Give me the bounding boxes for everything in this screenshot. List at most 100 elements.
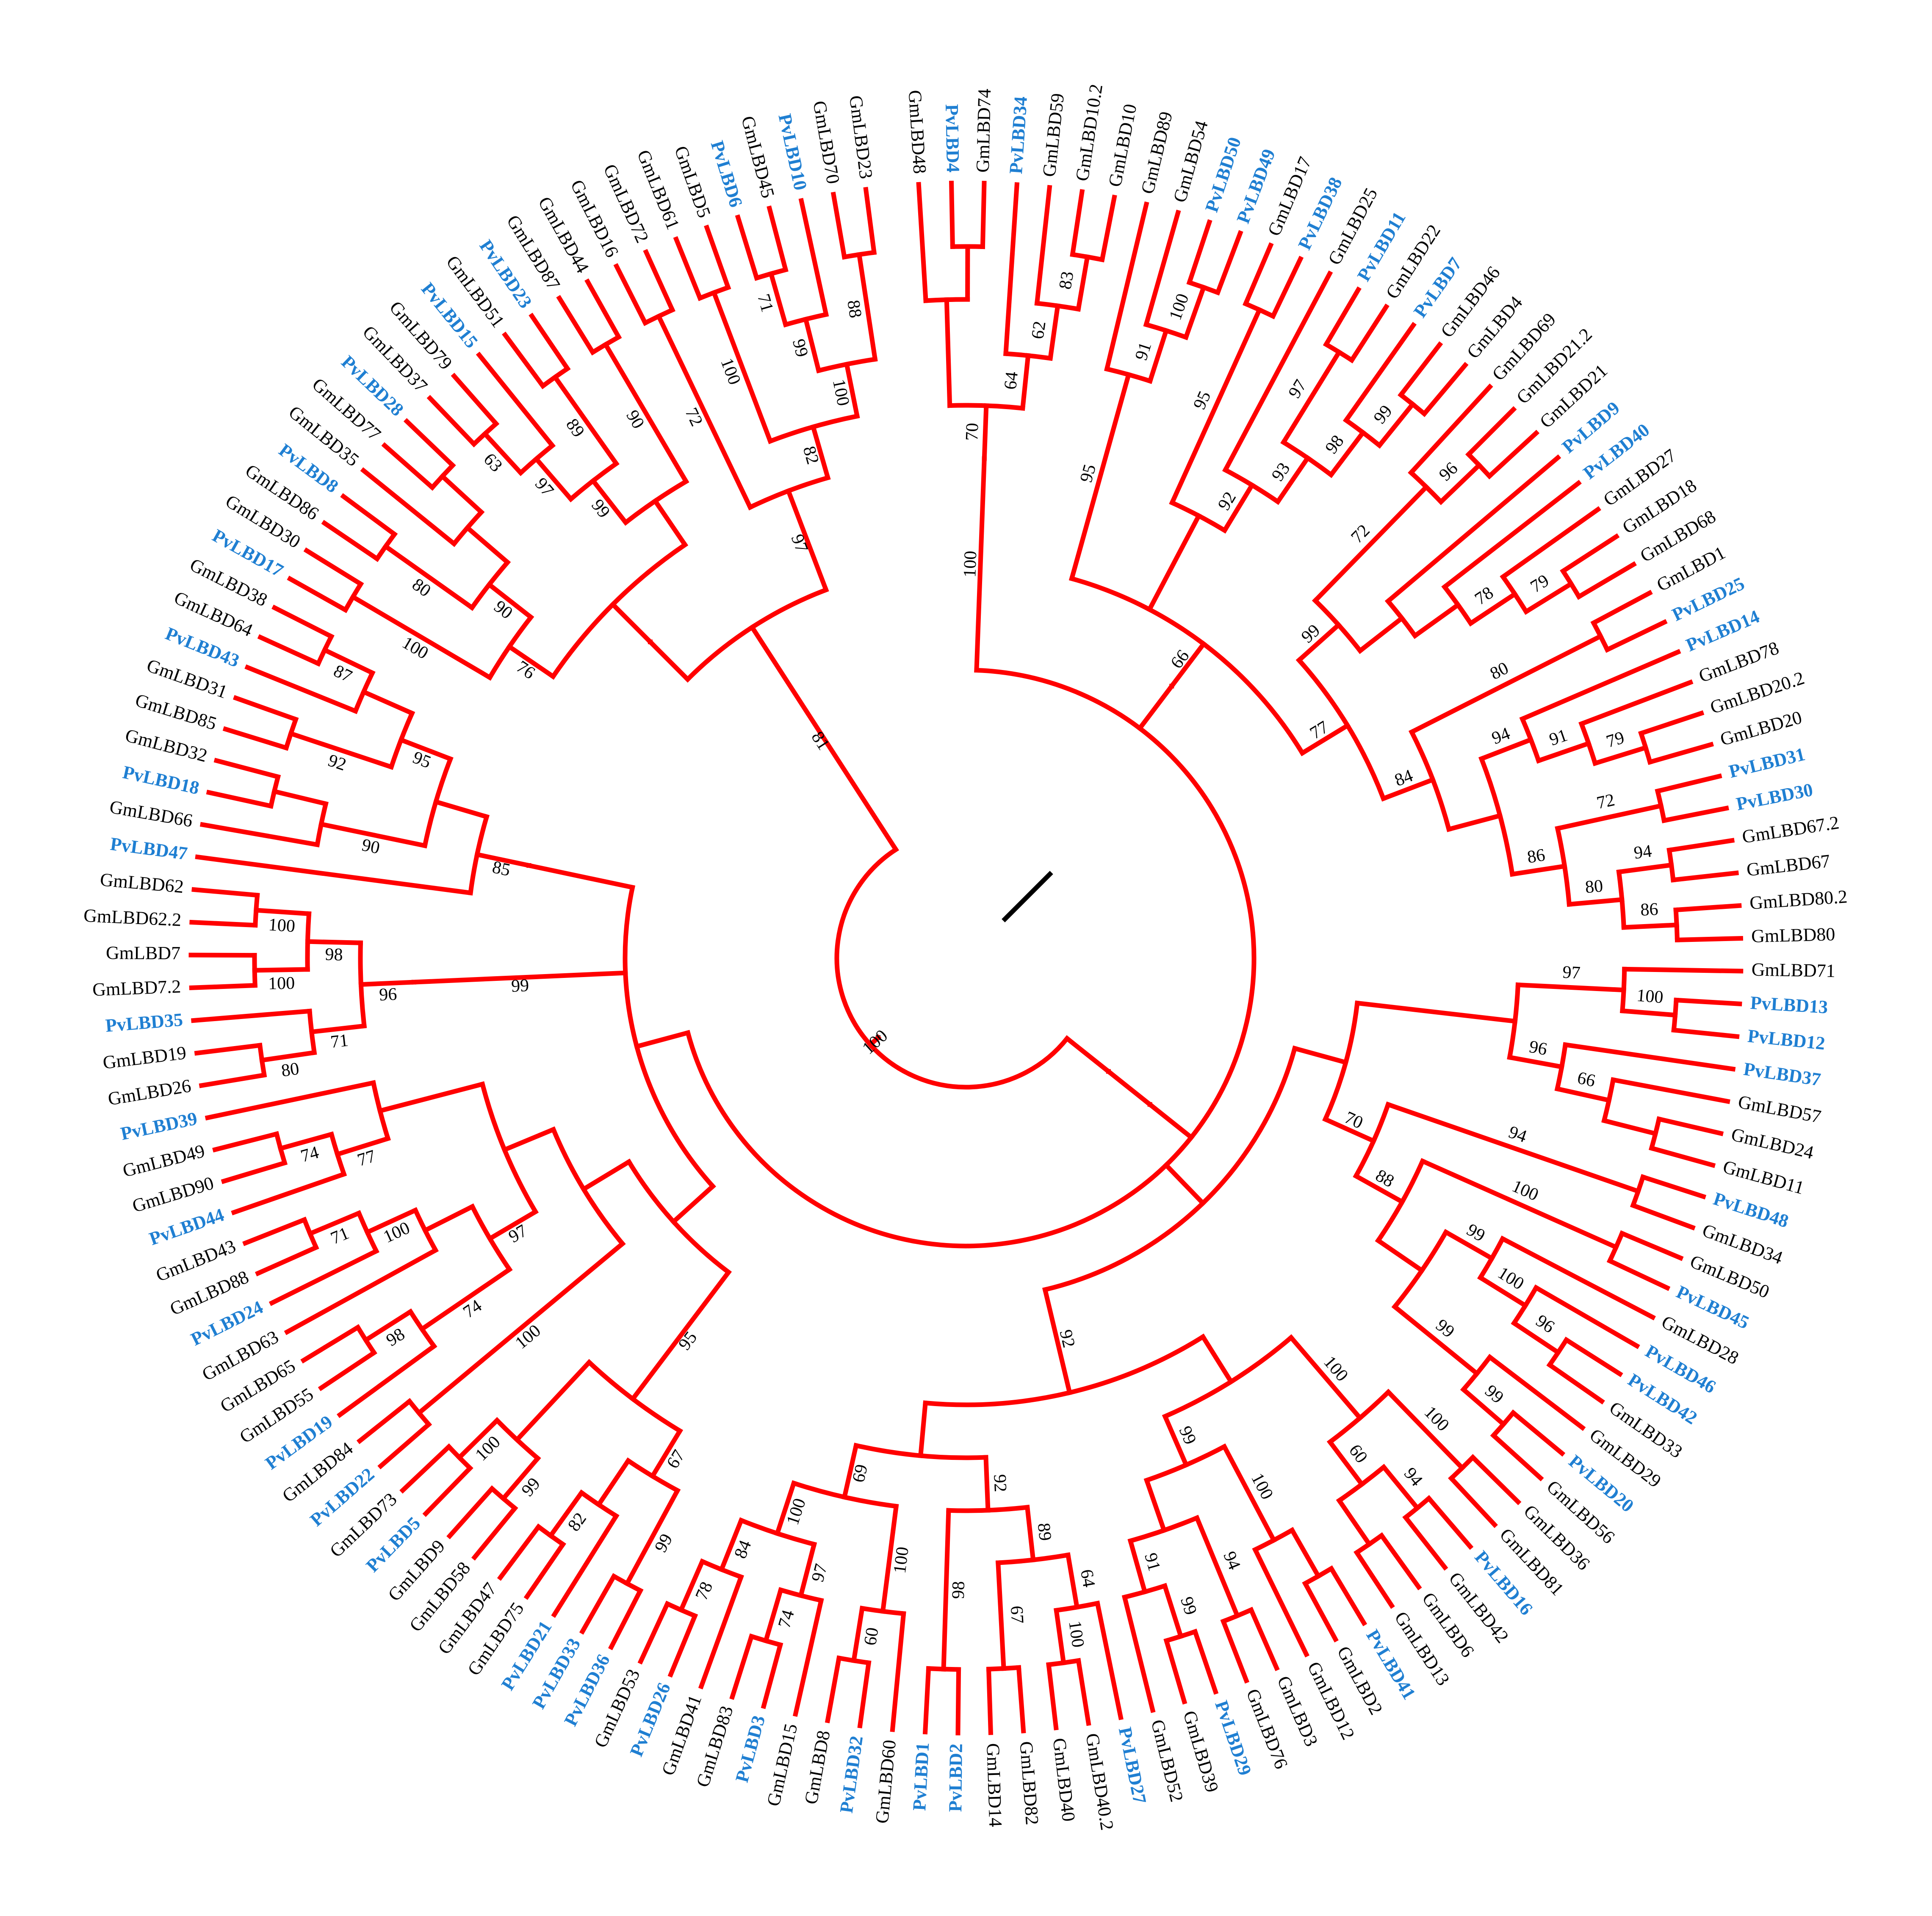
branch-line-447: [830, 191, 847, 260]
bootstrap-value: 96: [1528, 1037, 1549, 1059]
branch-arc-33: [1068, 576, 1306, 756]
branch-line-89: [1575, 561, 1637, 600]
branch-arc-309: [354, 1324, 377, 1356]
branch-line-376: [321, 647, 376, 676]
leaf-label-gmlbd10: GmLBD10: [1104, 102, 1141, 188]
branch-arc-117: [1666, 847, 1676, 883]
branch-line-363: [271, 788, 329, 807]
branch-line-194: [1336, 1497, 1373, 1548]
bootstrap-value: 99: [511, 976, 529, 996]
branch-line-414: [451, 373, 500, 427]
branch-line-86: [1522, 580, 1575, 615]
branch-arc-381: [684, 587, 829, 683]
bootstrap-value: 92: [326, 750, 349, 775]
branch-line-213: [1127, 1538, 1148, 1595]
bootstrap-value: 90: [360, 835, 381, 858]
branch-arc-406: [622, 478, 689, 526]
branch-line-372: [233, 695, 299, 723]
leaf-label-pvlbd2: PvLBD2: [945, 1744, 966, 1812]
bootstrap-value: 100: [1165, 291, 1193, 323]
branch-line-416: [552, 374, 620, 467]
branch-line-157: [1619, 1230, 1684, 1261]
branch-line-321: [242, 1216, 307, 1246]
branch-line-429: [643, 249, 675, 313]
branch-line-436: [844, 361, 860, 419]
branch-arc-385: [550, 541, 689, 680]
branch-line-305: [418, 1266, 513, 1332]
branch-line-46: [1169, 307, 1263, 506]
branch-line-252: [798, 1541, 817, 1599]
branch-line-357: [195, 854, 473, 896]
bootstrap-value: 74: [299, 1143, 321, 1166]
branch-line-371: [222, 726, 289, 751]
branch-arc-129: [1507, 982, 1521, 1060]
leaf-label-gmlbd82: GmLBD82: [1016, 1741, 1043, 1826]
branch-line-349: [253, 908, 312, 916]
branch-line-80: [1412, 601, 1461, 639]
branch-arc-172: [1460, 1354, 1493, 1393]
branch-line-422: [556, 295, 596, 356]
bootstrap-value: 95: [675, 1328, 701, 1354]
branch-line-400: [360, 467, 457, 547]
leaf-label-pvlbd6: PvLBD6: [707, 138, 747, 210]
branch-arc-21: [1003, 351, 1053, 361]
leaf-label-pvlbd10: PvLBD10: [774, 112, 811, 192]
branch-line-169: [1563, 1337, 1623, 1377]
branch-line-173: [1486, 1354, 1586, 1431]
branch-line-19: [980, 180, 987, 249]
branch-line-152: [1630, 1202, 1696, 1231]
branch-line-318: [307, 1210, 362, 1237]
branch-line-176: [1510, 1409, 1566, 1457]
branch-line-299: [377, 1421, 432, 1470]
branch-line-26: [1075, 254, 1090, 312]
leaf-label-pvlbd32: PvLBD32: [836, 1735, 867, 1814]
branch-line-200: [1221, 1443, 1277, 1544]
bootstrap-value: 66: [1167, 646, 1193, 672]
branch-arc-67: [1295, 657, 1387, 802]
branch-line-347: [189, 983, 257, 991]
branch-line-98: [1478, 736, 1534, 762]
branch-line-285: [514, 1359, 593, 1443]
branch-line-139: [1563, 1042, 1736, 1072]
branch-arc-230: [1046, 1658, 1081, 1667]
branch-arc-247: [836, 1655, 872, 1666]
leaf-label-gmlbd62: GmLBD62: [99, 869, 185, 897]
branch-line-112: [1655, 773, 1722, 794]
branch-line-52: [1222, 270, 1333, 473]
branch-line-312: [422, 1203, 476, 1234]
branch-line-114: [1567, 897, 1625, 907]
leaf-label-gmlbd15: GmLBD15: [763, 1722, 801, 1808]
branch-line-300: [356, 1398, 413, 1444]
leaf-label-pvlbd31: PvLBD31: [1727, 744, 1807, 782]
branch-line-110: [1555, 803, 1664, 831]
leaf-label-gmlbd60: GmLBD60: [872, 1739, 900, 1825]
branch-arc-279: [578, 1489, 620, 1520]
branch-line-237: [941, 1508, 951, 1672]
bootstrap-value: 72: [1595, 790, 1616, 813]
branch-line-190: [1380, 1464, 1421, 1512]
bootstrap-value: 94: [1633, 842, 1653, 863]
branch-line-118: [1666, 838, 1735, 853]
branch-line-444: [798, 198, 829, 318]
leaf-label-gmlbd66: GmLBD66: [108, 796, 194, 831]
branch-line-264: [667, 1613, 698, 1678]
leaf-label-gmlbd57: GmLBD57: [1736, 1091, 1823, 1127]
branch-arc-282: [535, 1523, 566, 1548]
branch-line-362: [199, 822, 320, 847]
bootstrap-value: 99: [1176, 1595, 1201, 1617]
bootstrap-value: 76: [513, 657, 539, 683]
bootstrap-value: 100: [268, 974, 295, 994]
branch-arc-195: [1354, 1532, 1385, 1556]
bootstrap-value: 98: [949, 1581, 969, 1599]
branch-line-255: [763, 1587, 784, 1644]
branch-line-290: [446, 1485, 495, 1539]
branch-arc-56: [1323, 341, 1355, 363]
branch-line-307: [336, 1343, 437, 1418]
bootstrap-value: 96: [1532, 1311, 1558, 1337]
branch-line-108: [1509, 863, 1567, 877]
branch-line-147: [1322, 1116, 1377, 1144]
branch-arc-2: [834, 846, 1071, 1090]
branch-line-83: [1467, 591, 1518, 627]
branch-line-174: [1460, 1386, 1507, 1428]
branch-line-39: [1143, 210, 1181, 328]
